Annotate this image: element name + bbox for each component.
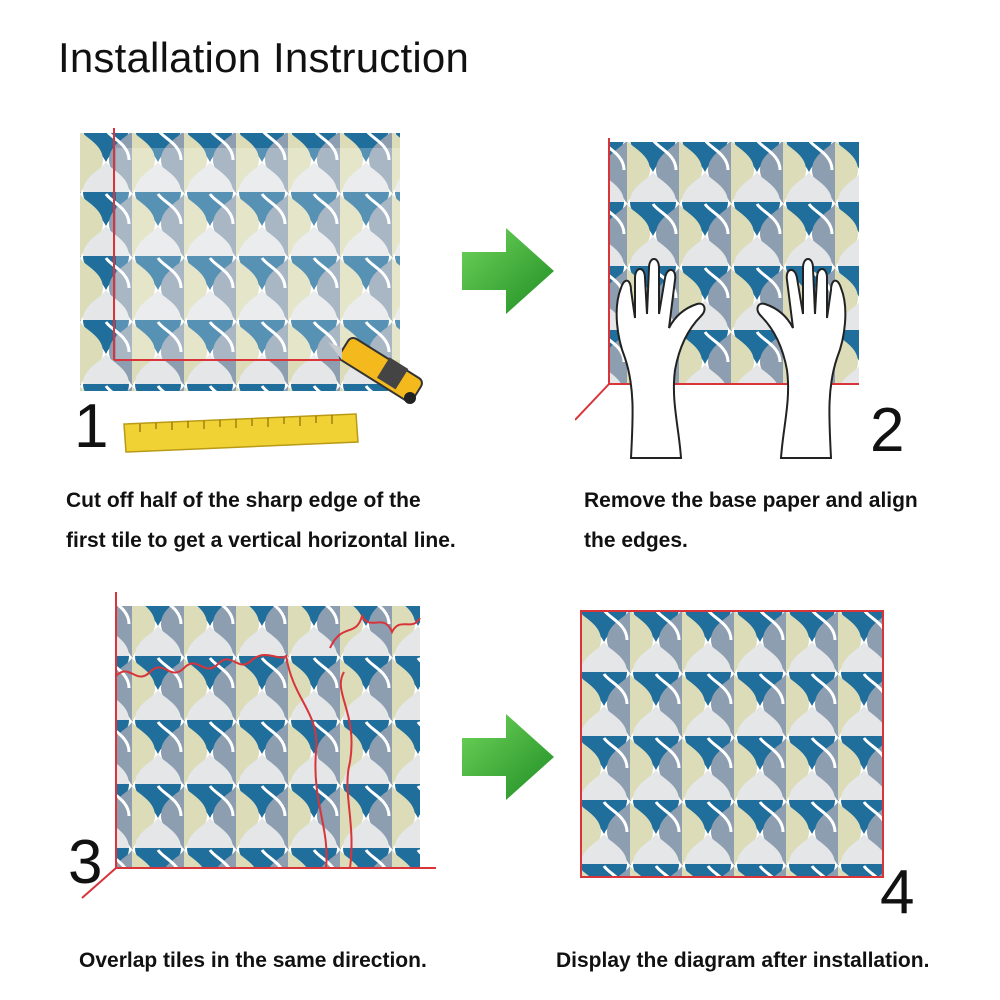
ruler-icon <box>123 413 359 453</box>
overlap-edge-line <box>329 613 421 869</box>
step-1-number: 1 <box>74 392 109 461</box>
right-arrow-icon <box>462 228 554 314</box>
step-3-number: 3 <box>68 828 103 897</box>
step-2-number: 2 <box>870 396 905 465</box>
step-2-caption: Remove the base paper and align the edge… <box>584 481 918 561</box>
hands-icon <box>615 258 847 459</box>
step-4-number: 4 <box>880 858 915 927</box>
step-3-caption: Overlap tiles in the same direction. <box>79 949 427 972</box>
step-1-caption-line1: Cut off half of the sharp edge of the <box>66 489 421 512</box>
step-3-illustration <box>81 592 436 899</box>
step-4-caption: Display the diagram after installation. <box>556 949 930 972</box>
step-2-caption-line1: Remove the base paper and align <box>584 489 918 512</box>
overlap-edge-line <box>115 653 328 869</box>
page-title: Installation Instruction <box>58 34 470 81</box>
finished-wall <box>581 611 883 877</box>
utility-knife-icon <box>328 336 423 404</box>
step-1-caption-line2: first tile to get a vertical horizontal … <box>66 529 456 552</box>
step-1-caption: Cut off half of the sharp edge of the fi… <box>66 481 456 561</box>
step-1-illustration <box>80 128 423 453</box>
wall-border <box>580 610 884 878</box>
right-arrow-icon <box>462 714 554 800</box>
step-2-illustration <box>575 138 859 459</box>
step-2-caption-line2: the edges. <box>584 529 688 552</box>
step-4-illustration <box>580 610 884 878</box>
